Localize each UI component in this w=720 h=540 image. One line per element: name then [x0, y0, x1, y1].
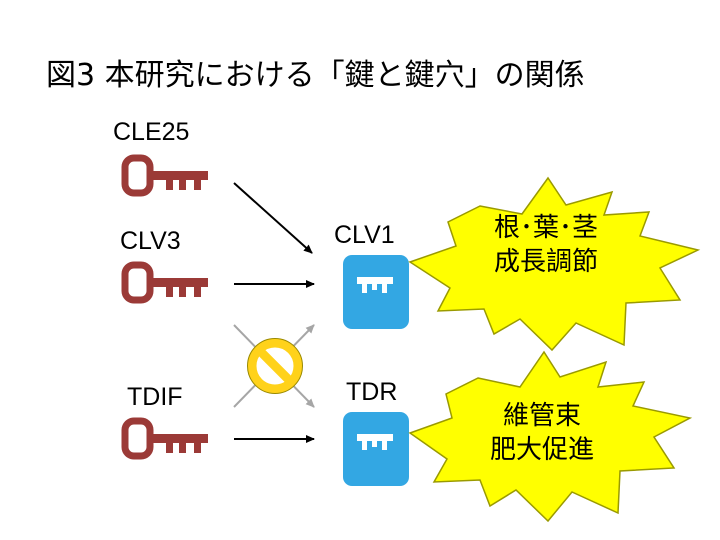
key-icon-clv3: [121, 261, 208, 304]
effect-tdr-line1: 維管束: [502, 401, 581, 431]
burst-text-clv1: 根･葉･茎 成長調節: [486, 211, 606, 279]
ligand-label-cle25: CLE25: [113, 118, 190, 146]
burst-shape-tdr: [408, 350, 693, 523]
effect-clv1-line1: 根･葉･茎: [493, 213, 598, 243]
arrow-cle25-to-clv1: [233, 182, 313, 254]
key-icon-tdif: [121, 417, 208, 460]
burst-shape-clv1: [408, 176, 701, 352]
keyhole-icon-tdr: [343, 412, 409, 486]
key-icon-cle25: [121, 154, 208, 197]
ligand-label-tdif: TDIF: [127, 383, 183, 411]
effect-clv1-line2: 成長調節: [493, 247, 598, 277]
keyhole-icon-clv1: [343, 255, 409, 329]
page-title: 図3 本研究における「鍵と鍵穴」の関係: [46, 58, 585, 93]
receptor-label-tdr: TDR: [346, 378, 398, 406]
effect-tdr-line2: 肥大促進: [489, 435, 594, 465]
burst-text-tdr: 維管束 肥大促進: [482, 399, 602, 467]
prohibited-icon: [247, 338, 303, 394]
ligand-label-clv3: CLV3: [120, 227, 181, 255]
receptor-label-clv1: CLV1: [334, 221, 395, 249]
